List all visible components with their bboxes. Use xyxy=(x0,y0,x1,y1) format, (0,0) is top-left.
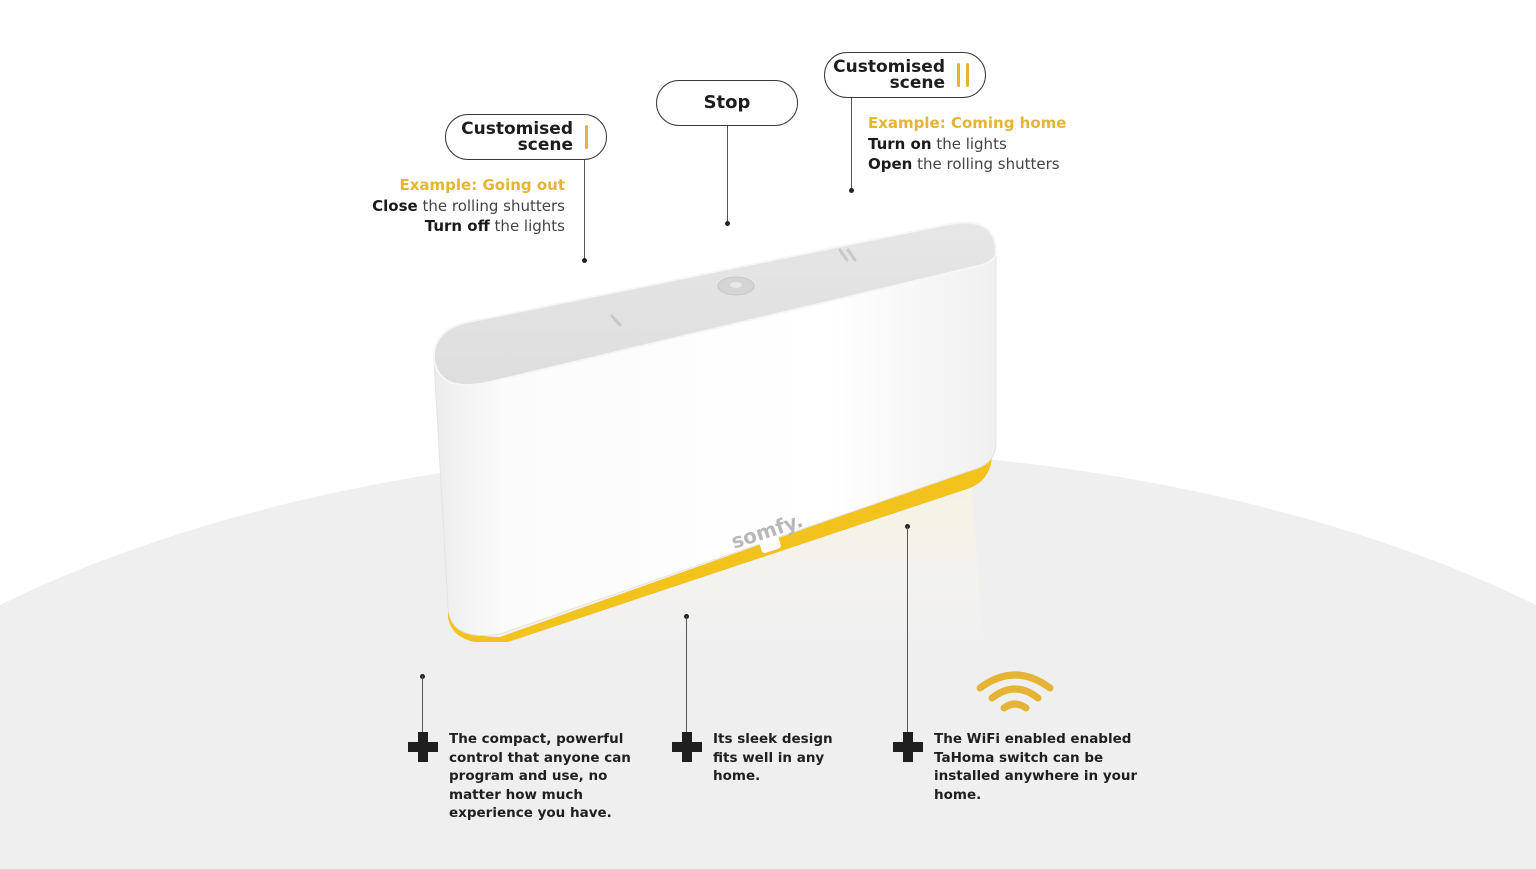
leader-dot xyxy=(849,188,854,193)
feature-compact-control: The compact, powerful control that anyon… xyxy=(408,730,648,823)
callout-scene-two-pill: Customised scene xyxy=(824,52,986,98)
leader-line xyxy=(686,616,687,736)
scene-two-indicator-icon xyxy=(957,63,969,87)
feature-text: The compact, powerful control that anyon… xyxy=(449,731,631,821)
plus-icon xyxy=(893,732,923,762)
leader-line xyxy=(584,160,585,260)
callout-stop-pill: Stop xyxy=(656,80,798,126)
feature-wifi-enabled: The WiFi enabled enabled TaHoma switch c… xyxy=(893,730,1163,804)
plus-icon xyxy=(672,732,702,762)
device-illustration: somfy. xyxy=(432,221,998,642)
scene-one-indicator-icon xyxy=(585,125,588,149)
feature-text: Its sleek design fits well in any home. xyxy=(713,731,833,784)
callout-scene-one-label: Customised scene xyxy=(461,119,573,155)
leader-line xyxy=(851,98,852,190)
example-action: Turn on the lights xyxy=(868,134,1007,153)
example-title: Example: Coming home xyxy=(868,114,1067,132)
leader-dot xyxy=(725,221,730,226)
leader-line xyxy=(422,676,423,736)
example-action: Open the rolling shutters xyxy=(868,155,1060,173)
callout-scene-one-pill: Customised scene xyxy=(445,114,607,160)
tahoma-switch-device: somfy. xyxy=(430,212,1000,642)
callout-stop-label: Stop xyxy=(703,92,751,113)
leader-line xyxy=(907,526,908,736)
wifi-icon xyxy=(976,671,1054,712)
plus-icon xyxy=(408,732,438,762)
example-action: Turn off the lights xyxy=(424,217,565,235)
leader-line xyxy=(727,126,728,223)
callout-scene-two-label: Customised scene xyxy=(833,57,945,93)
callout-scene-two-example: Example: Coming home Turn on the lights … xyxy=(868,113,1088,175)
callout-scene-one-example: Example: Going out Close the rolling shu… xyxy=(360,175,565,237)
feature-sleek-design: Its sleek design fits well in any home. xyxy=(672,730,862,786)
example-action: Close the rolling shutters xyxy=(372,196,565,215)
leader-dot xyxy=(582,258,587,263)
feature-text: The WiFi enabled enabled TaHoma switch c… xyxy=(934,731,1138,803)
example-title: Example: Going out xyxy=(399,176,566,194)
